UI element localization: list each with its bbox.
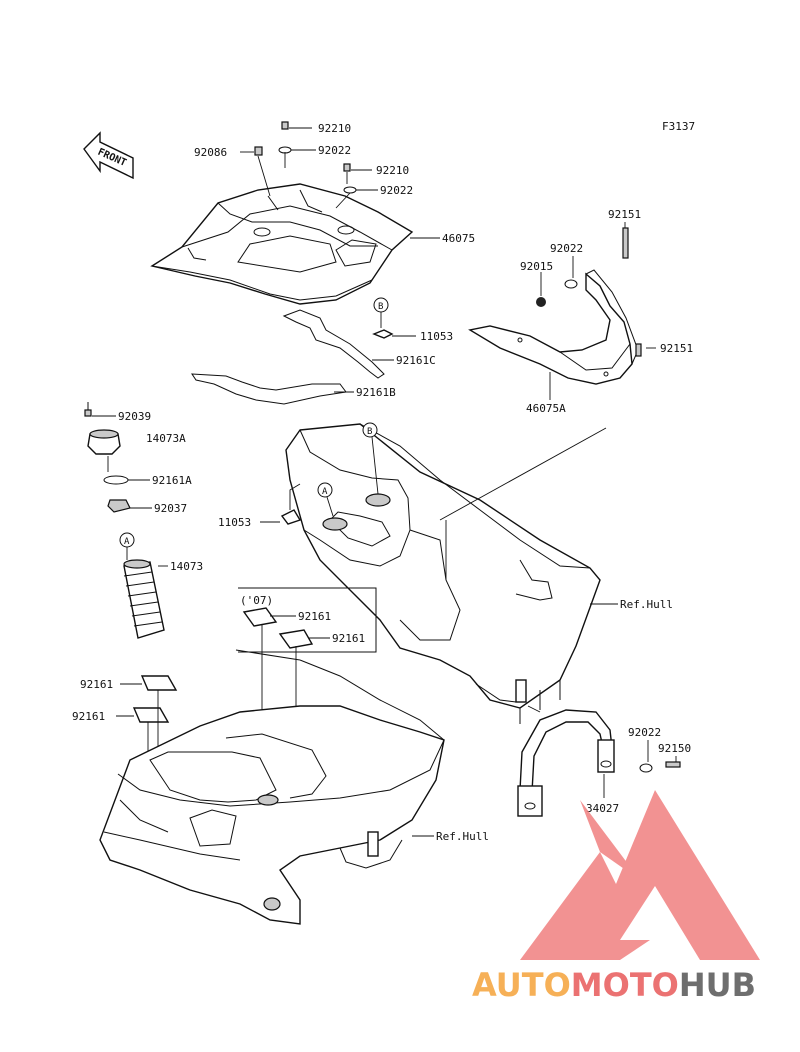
year-07-bracket [238, 587, 377, 653]
label-92210-b: 92210 [376, 164, 409, 177]
clip-11053-b-icon [280, 509, 302, 525]
clamp-92037-icon [107, 499, 131, 513]
callout-a-hull [317, 482, 333, 498]
label-92015: 92015 [520, 260, 553, 273]
label-92039: 92039 [118, 410, 151, 423]
logo-triangle [520, 790, 760, 960]
callout-a-hull-letter: A [322, 487, 328, 497]
cap-14073a-icon [87, 429, 121, 455]
upper-cover-46075 [150, 183, 414, 305]
callout-b-hull [362, 422, 378, 438]
callout-a-left-letter: A [124, 537, 130, 547]
logo-text: AUTOMOTOHUB [472, 966, 756, 1004]
label-92161c: 92161C [396, 354, 436, 367]
automotohub-logo: AUTOMOTOHUB [472, 790, 760, 1004]
label-92161b: 92161B [356, 386, 396, 399]
label-11053-b: 11053 [218, 516, 251, 529]
label-92161a: 92161A [152, 474, 192, 487]
seal-92161b [191, 373, 347, 405]
label-92150: 92150 [658, 742, 691, 755]
hull-lower-section [99, 649, 445, 925]
bolt-92210-b-icon [343, 163, 351, 172]
washer-92022-b-icon [343, 186, 357, 194]
hose-14073-icon [123, 559, 165, 639]
logo-text-moto: MOTO [571, 966, 679, 1004]
label-92161-l1: 92161 [80, 678, 113, 691]
bolt-92210-a-icon [281, 121, 289, 130]
label-92151-a: 92151 [608, 208, 641, 221]
ring-92161a-icon [103, 475, 129, 485]
pad-92161-l1-icon [140, 675, 178, 691]
pad-92161-a1-icon [242, 607, 278, 627]
pad-92161-l2-icon [132, 707, 170, 723]
bolt-92151-b-icon [635, 343, 642, 357]
callout-b-hull-letter: B [367, 427, 372, 437]
label-92022-b: 92022 [380, 184, 413, 197]
callout-b-top-letter: B [378, 302, 383, 312]
label-34027: 34027 [586, 802, 619, 815]
label-92161-l2: 92161 [72, 710, 105, 723]
bolt-92151-a-icon [622, 227, 629, 259]
label-92161-a1: 92161 [298, 610, 331, 623]
label-92151-b: 92151 [660, 342, 693, 355]
hull-upper-section [285, 423, 601, 724]
label-14073a: 14073A [146, 432, 186, 445]
seal-92161c [282, 309, 385, 379]
label-92022-c: 92022 [550, 242, 583, 255]
label-ref-hull-2: Ref.Hull [436, 830, 489, 843]
label-92037: 92037 [154, 502, 187, 515]
label-11053-a: 11053 [420, 330, 453, 343]
washer-92022-d-icon [639, 763, 653, 773]
label-46075: 46075 [442, 232, 475, 245]
logo-text-auto: AUTO [472, 966, 571, 1004]
washer-92022-c-icon [564, 279, 578, 289]
label-92161-a2: 92161 [332, 632, 365, 645]
pad-92161-a2-icon [278, 629, 314, 649]
side-panel-46075a [468, 269, 639, 385]
cap-92039-icon [84, 402, 92, 417]
label-92022-a: 92022 [318, 144, 351, 157]
grab-handle-34027 [517, 709, 615, 817]
nut-92015-icon [536, 297, 546, 307]
front-arrow-icon: FRONT [83, 131, 134, 180]
label-ref-hull-1: Ref.Hull [620, 598, 673, 611]
label-92210-a: 92210 [318, 122, 351, 135]
logo-text-hub: HUB [679, 966, 756, 1004]
figure-code: F3137 [662, 120, 695, 133]
label-92086: 92086 [194, 146, 227, 159]
bolt-92150-icon [665, 761, 681, 768]
label-14073: 14073 [170, 560, 203, 573]
label-07: ('07) [240, 594, 273, 607]
label-46075a: 46075A [526, 402, 566, 415]
clip-11053-a-icon [372, 329, 394, 339]
bolt-92086-icon [254, 146, 263, 156]
label-92022-d: 92022 [628, 726, 661, 739]
